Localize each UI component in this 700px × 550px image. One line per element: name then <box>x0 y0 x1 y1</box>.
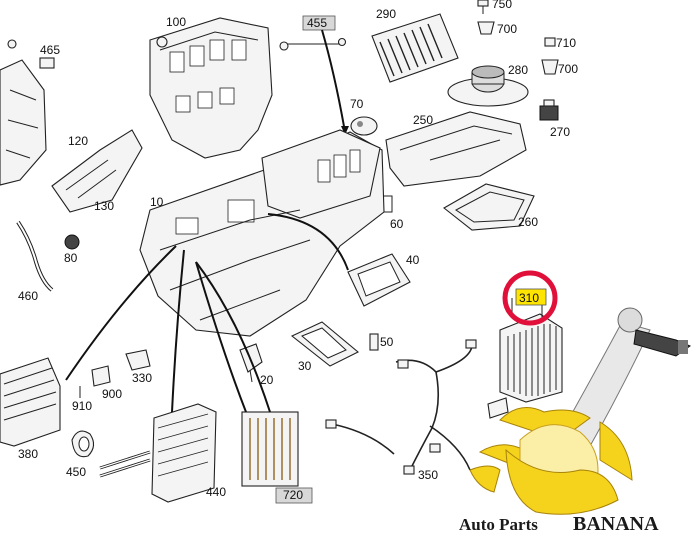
callout-50: 50 <box>380 335 394 349</box>
part-710-connector <box>541 37 559 75</box>
callout-30: 30 <box>298 359 312 373</box>
part-80-grommet <box>64 234 80 250</box>
part-380-evaporator <box>0 357 61 447</box>
part-330-sensor <box>125 349 151 371</box>
callout-450: 450 <box>66 465 86 479</box>
callout-270: 270 <box>550 125 570 139</box>
part-750-connector <box>477 0 495 35</box>
part-350-wiring-harness <box>325 339 477 475</box>
callout-440: 440 <box>206 485 226 499</box>
part-440-heater-core <box>99 403 217 503</box>
part-270-resistor <box>539 99 559 121</box>
callout-350: 350 <box>418 468 438 482</box>
brand-prefix: Auto Parts <box>459 515 538 534</box>
callout-290: 290 <box>376 7 396 21</box>
callout-310: 310 <box>519 291 539 305</box>
callout-70: 70 <box>350 97 364 111</box>
callout-100: 100 <box>166 15 186 29</box>
callout-330: 330 <box>132 371 152 385</box>
callout-700-a: 700 <box>497 22 517 36</box>
part-40-filter-frame <box>347 253 411 307</box>
callout-260: 260 <box>518 215 538 229</box>
banana-logo-icon <box>469 307 692 515</box>
callout-280: 280 <box>508 63 528 77</box>
part-455-rod <box>279 15 347 51</box>
callout-720: 720 <box>283 488 303 502</box>
brand-name: BANANA <box>573 513 659 535</box>
part-460-drain-hose <box>16 220 54 292</box>
part-50-clip <box>369 333 379 351</box>
callout-900: 900 <box>102 387 122 401</box>
callout-20: 20 <box>260 373 274 387</box>
callout-460: 460 <box>18 289 38 303</box>
callout-750: 750 <box>492 0 512 11</box>
part-70-actuator <box>350 116 378 136</box>
callout-465: 465 <box>40 43 60 57</box>
part-260-filter-tray <box>443 183 535 231</box>
part-720-heater-element <box>241 411 313 504</box>
part-30-seal <box>290 321 359 367</box>
callout-380: 380 <box>18 447 38 461</box>
callout-710: 710 <box>556 36 576 50</box>
part-900-sensor <box>91 365 111 387</box>
part-280-blower-motor <box>447 65 529 107</box>
callout-130: 130 <box>94 199 114 213</box>
callout-60: 60 <box>390 217 404 231</box>
part-120-duct <box>51 129 143 213</box>
part-465-clip <box>39 57 55 69</box>
callout-40: 40 <box>406 253 420 267</box>
screw-icon <box>7 39 17 49</box>
callout-120: 120 <box>68 134 88 148</box>
callout-700-b: 700 <box>558 62 578 76</box>
part-450-seal <box>71 430 95 458</box>
part-left-duct <box>0 59 47 186</box>
part-300-filter <box>487 397 509 419</box>
callout-455: 455 <box>307 16 327 30</box>
part-290-filter <box>371 13 459 83</box>
part-310-cabin-filter <box>499 296 563 403</box>
callout-250: 250 <box>413 113 433 127</box>
callout-10: 10 <box>150 195 164 209</box>
part-60-clip <box>384 195 393 213</box>
part-100-upper-housing <box>149 17 273 159</box>
callout-910: 910 <box>72 399 92 413</box>
part-250-blower-housing <box>385 111 527 187</box>
part-10-main-housing <box>139 129 385 337</box>
callout-80: 80 <box>64 251 78 265</box>
part-310-highlight <box>502 270 558 326</box>
